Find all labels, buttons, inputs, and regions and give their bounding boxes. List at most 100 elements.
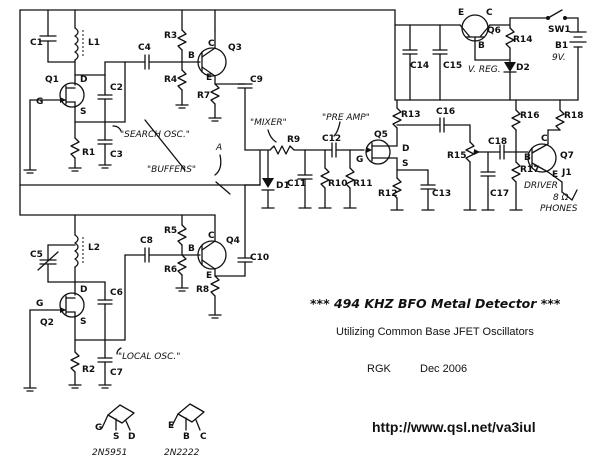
annotation-labels: "SEARCH OSC." "LOCAL OSC." "BUFFERS" A "… [92, 53, 578, 458]
label-c7: C7 [110, 368, 123, 378]
pin-q5-d: D [402, 144, 409, 154]
buffer-q4 [175, 149, 261, 319]
label-r1: R1 [82, 148, 95, 158]
label-r7: R7 [197, 91, 210, 101]
annotation-arrows [112, 119, 341, 355]
label-c8: C8 [140, 236, 153, 246]
label-r3: R3 [164, 31, 177, 41]
pin-q7-b: B [524, 153, 531, 163]
local-oscillator [23, 214, 183, 392]
label-q4: Q4 [226, 236, 240, 246]
pin-q6-c: C [486, 8, 493, 18]
annotation-v-reg: V. REG. [468, 65, 501, 75]
label-r2: R2 [82, 365, 95, 375]
label-c15: C15 [443, 61, 462, 71]
annotation-battery-value: 9V. [552, 53, 566, 63]
label-c16: C16 [436, 107, 455, 117]
pinout-drawings [101, 403, 205, 431]
pin-bjt-c: C [200, 432, 207, 442]
pin-q2-s: S [80, 317, 86, 327]
source-url: http://www.qsl.net/va3iul [372, 419, 536, 435]
label-l1: L1 [88, 38, 100, 48]
label-r14: R14 [513, 35, 532, 45]
label-q1: Q1 [45, 75, 59, 85]
label-b1: B1 [555, 41, 568, 51]
label-c4: C4 [138, 43, 151, 53]
label-d2: D2 [516, 63, 530, 73]
annotation-buffers-a: A [215, 143, 222, 153]
label-r12: R12 [378, 189, 397, 199]
annotation-phones-value: 8 Ω [553, 193, 569, 203]
label-r9: R9 [287, 135, 300, 145]
mixer-preamp [261, 99, 489, 211]
diagram-subtitle: Utilizing Common Base JFET Oscillators [336, 326, 534, 338]
buffer-q3 [175, 29, 263, 151]
pin-q2-g: G [36, 299, 43, 309]
label-c13: C13 [432, 189, 451, 199]
label-c11: C11 [287, 179, 306, 189]
label-r6: R6 [164, 265, 177, 275]
author: RGK [367, 363, 391, 375]
pinout-bjt-part: 2N2222 [164, 448, 200, 458]
pin-q3-b: B [188, 51, 195, 61]
label-q7: Q7 [560, 151, 574, 161]
label-r10: R10 [328, 179, 347, 189]
label-q5: Q5 [374, 130, 388, 140]
pin-jfet-s: S [113, 432, 119, 442]
pin-q4-b: B [188, 244, 195, 254]
driver-q7 [480, 99, 578, 211]
label-r17: R17 [520, 165, 539, 175]
label-j1: J1 [561, 168, 572, 178]
pin-q4-e: E [206, 271, 212, 281]
label-c10: C10 [250, 253, 269, 263]
label-r16: R16 [520, 111, 539, 121]
label-r18: R18 [564, 111, 583, 121]
label-c9: C9 [250, 75, 263, 85]
search-oscillator [23, 27, 183, 174]
label-q2: Q2 [40, 318, 54, 328]
pin-q1-s: S [80, 107, 86, 117]
pin-q2-d: D [80, 285, 87, 295]
label-c3: C3 [110, 150, 123, 160]
diagram-title: *** 494 KHZ BFO Metal Detector *** [310, 296, 561, 311]
pin-q1-g: G [36, 97, 43, 107]
label-c1: C1 [30, 38, 43, 48]
pin-q3-c: C [208, 39, 215, 49]
annotation-search-osc: "SEARCH OSC." [120, 130, 190, 140]
label-q6: Q6 [487, 26, 501, 36]
annotation-phones: PHONES [540, 204, 578, 214]
pin-q6-e: E [458, 8, 464, 18]
label-c6: C6 [110, 288, 123, 298]
label-c17: C17 [490, 189, 509, 199]
label-r8: R8 [196, 285, 209, 295]
pin-jfet-g: G [95, 423, 102, 433]
pin-q5-s: S [402, 159, 408, 169]
voltage-regulator [394, 9, 587, 101]
label-r11: R11 [353, 179, 372, 189]
label-r4: R4 [164, 75, 177, 85]
date: Dec 2006 [420, 363, 468, 375]
annotation-pre-amp: "PRE AMP" [322, 113, 370, 123]
pin-q7-e: E [552, 170, 558, 180]
label-c12: C12 [322, 134, 341, 144]
label-sw1: SW1 [548, 25, 571, 35]
label-q3: Q3 [228, 43, 242, 53]
annotation-local-osc: "LOCAL OSC." [118, 352, 180, 362]
label-r13: R13 [401, 110, 420, 120]
label-c14: C14 [410, 61, 429, 71]
pin-labels: D S G B C E D S G B C E G D S B C E E C … [36, 8, 558, 442]
pin-bjt-e: E [168, 421, 174, 431]
label-l2: L2 [88, 243, 100, 253]
pin-q7-c: C [541, 134, 548, 144]
pin-q5-g: G [356, 155, 363, 165]
pin-bjt-b: B [183, 432, 190, 442]
component-labels: C1 L1 Q1 C2 C3 R1 C4 R3 R4 Q3 R7 C9 C5 L… [30, 25, 583, 378]
label-c18: C18 [488, 137, 507, 147]
pin-q1-d: D [80, 75, 87, 85]
annotation-mixer: "MIXER" [250, 118, 287, 128]
pinout-jfet-part: 2N5951 [92, 448, 127, 458]
pin-q6-b: B [478, 41, 485, 51]
label-c2: C2 [110, 83, 123, 93]
